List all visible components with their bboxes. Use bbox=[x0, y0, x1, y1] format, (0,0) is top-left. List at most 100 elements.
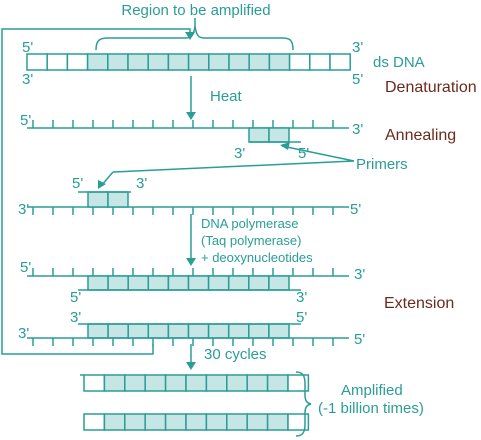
amplified-1-cell bbox=[246, 374, 269, 392]
ext2-new-cell bbox=[187, 323, 210, 339]
cycle-loop-head bbox=[185, 32, 195, 40]
ext1-new-3prime: 3' bbox=[296, 289, 307, 306]
ds-dna-cell bbox=[127, 53, 149, 71]
ext2-new-cell bbox=[127, 323, 150, 339]
region-label: Region to be amplified bbox=[121, 2, 270, 19]
ds-dna-cell bbox=[228, 53, 250, 71]
ds-dna-cell bbox=[147, 53, 170, 71]
ds-dna-cell bbox=[86, 53, 109, 71]
amplified-2-cell bbox=[185, 413, 208, 431]
ext1-3prime: 3' bbox=[354, 266, 365, 283]
ds-bottom-5prime: 5' bbox=[352, 71, 363, 88]
ds-dna-cell bbox=[66, 53, 89, 71]
ext2-new-cell bbox=[87, 323, 109, 339]
primers-pointer-2 bbox=[112, 160, 355, 173]
primer-top-box bbox=[248, 127, 270, 143]
ds-dna-cell bbox=[248, 53, 271, 71]
ext2-5prime: 5' bbox=[354, 331, 365, 348]
amplified-1-cell bbox=[226, 374, 248, 392]
ext1-new-cell bbox=[87, 275, 109, 291]
ext1-new-cell bbox=[227, 275, 250, 291]
complement-3prime: 3' bbox=[18, 201, 29, 218]
heat-label: Heat bbox=[210, 88, 243, 105]
step-denaturation: Denaturation bbox=[385, 79, 477, 96]
polymerase-line-2: (Taq polymerase) bbox=[201, 233, 301, 248]
primers-pointer-1-head bbox=[280, 142, 290, 150]
ds-dna-cell bbox=[26, 53, 48, 71]
primer-bottom-box bbox=[87, 191, 109, 208]
ext1-new-cell bbox=[167, 275, 190, 291]
amplified-2-cell bbox=[287, 413, 310, 431]
diagram-graphics bbox=[1, 18, 355, 437]
annealing-3prime: 3' bbox=[352, 121, 363, 138]
ext2-new-cell bbox=[268, 323, 290, 339]
primer-top-5prime: 5' bbox=[298, 145, 309, 162]
amplified-1-cell bbox=[185, 374, 208, 392]
heat-arrow-head bbox=[186, 112, 196, 120]
polymerase-line-3: + deoxynucleotides bbox=[201, 250, 313, 265]
polymerase-arrow-head bbox=[186, 258, 196, 266]
ds-bottom-3prime: 3' bbox=[22, 71, 33, 88]
amplified-1-cell bbox=[103, 374, 126, 392]
primer-bottom-box bbox=[107, 191, 129, 208]
amplified-2-cell bbox=[124, 413, 146, 431]
ext2-new-3prime: 3' bbox=[70, 309, 81, 326]
amplified-2-cell bbox=[266, 413, 289, 431]
ds-dna-cell bbox=[288, 53, 311, 71]
amplified-1-cell bbox=[205, 374, 228, 392]
cycles-label: 30 cycles bbox=[204, 346, 267, 363]
ds-dna-label: ds DNA bbox=[373, 54, 425, 71]
step-extension: Extension bbox=[384, 295, 454, 312]
ext2-new-cell bbox=[227, 323, 250, 339]
ds-dna-cell bbox=[167, 53, 190, 71]
primer-bottom-3prime: 3' bbox=[136, 175, 147, 192]
ext2-new-cell bbox=[107, 323, 129, 339]
ext1-new-cell bbox=[107, 275, 129, 291]
primer-top-box bbox=[268, 127, 290, 143]
amplified-2-cell bbox=[164, 413, 187, 431]
amplified-brace bbox=[295, 371, 312, 437]
ds-dna-cell bbox=[107, 53, 129, 71]
polymerase-line-1: DNA polymerase bbox=[201, 216, 299, 231]
ds-dna-cell bbox=[309, 53, 331, 71]
ext1-new-cell bbox=[187, 275, 210, 291]
ext2-new-cell bbox=[167, 323, 190, 339]
ds-dna-cell bbox=[46, 53, 69, 71]
amplified-line-2: (-1 billion times) bbox=[318, 400, 424, 417]
primer-bottom-5prime: 5' bbox=[72, 175, 83, 192]
ext1-new-5prime: 5' bbox=[70, 289, 81, 306]
primer-top-3prime: 3' bbox=[234, 145, 245, 162]
amplified-1-cell bbox=[144, 374, 167, 392]
amplified-2-cell bbox=[246, 413, 269, 431]
step-annealing: Annealing bbox=[385, 127, 456, 144]
complement-5prime: 5' bbox=[350, 201, 361, 218]
ext2-3prime: 3' bbox=[18, 325, 29, 342]
amplified-1-cell bbox=[124, 374, 146, 392]
primers-pointer-1 bbox=[281, 145, 355, 162]
amplified-1-cell bbox=[83, 374, 106, 392]
amplified-2-cell bbox=[83, 413, 106, 431]
amplified-2-cell bbox=[144, 413, 167, 431]
amplified-line-1: Amplified bbox=[341, 382, 403, 399]
ext1-new-cell bbox=[127, 275, 150, 291]
amplified-2-cell bbox=[103, 413, 126, 431]
ds-dna-cell bbox=[208, 53, 230, 71]
amplified-2-cell bbox=[205, 413, 228, 431]
ext1-new-cell bbox=[268, 275, 290, 291]
cycle-loop bbox=[1, 28, 191, 355]
ds-top-5prime: 5' bbox=[22, 39, 33, 56]
ext2-new-cell bbox=[207, 323, 230, 339]
ext2-new-cell bbox=[248, 323, 270, 339]
primers-label: Primers bbox=[356, 156, 408, 173]
ext1-new-cell bbox=[147, 275, 170, 291]
ext1-new-cell bbox=[248, 275, 270, 291]
ds-top-3prime: 3' bbox=[352, 39, 363, 56]
ext2-new-cell bbox=[147, 323, 170, 339]
ds-dna-cell bbox=[329, 53, 351, 71]
cycles-arrow-head bbox=[186, 362, 196, 370]
ds-dna-cell bbox=[187, 53, 210, 71]
amplified-1-cell bbox=[164, 374, 187, 392]
ext1-new-cell bbox=[207, 275, 230, 291]
